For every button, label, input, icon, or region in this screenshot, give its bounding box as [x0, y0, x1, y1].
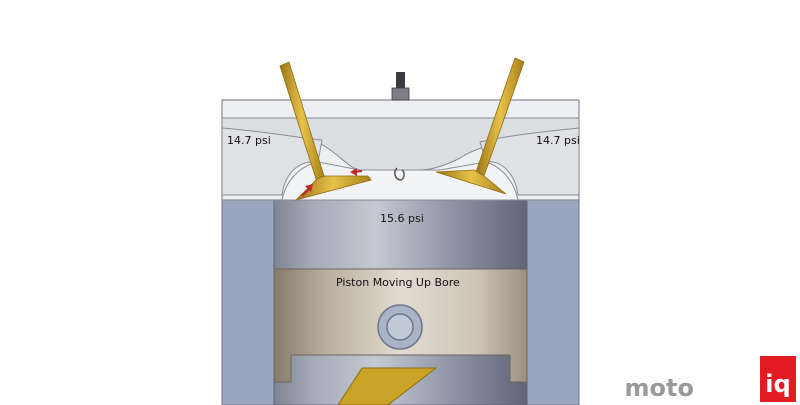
exhaust-valve [435, 57, 525, 195]
intake-port [221, 127, 323, 196]
intake-pressure-label: 14.7 psi [227, 134, 271, 147]
cylinder-pressure-label: 15.6 psi [380, 212, 424, 225]
block-left-wall [221, 199, 275, 405]
logo-text-main: moto [625, 374, 694, 402]
exhaust-port [479, 127, 580, 196]
motoiq-logo: moto iq [625, 356, 796, 402]
piston-caption: Piston Moving Up Bore [336, 276, 460, 289]
wrist-pin [386, 313, 414, 341]
connecting-rod [337, 367, 438, 405]
intake-valve [279, 61, 372, 201]
block-right-wall [526, 199, 580, 405]
spark-plug-icon [391, 72, 410, 181]
exhaust-pressure-label: 14.7 psi [536, 134, 580, 147]
flow-arrow-left-icon [301, 184, 313, 197]
logo-accent-box [760, 356, 796, 402]
flow-arrow-right-icon [350, 168, 363, 176]
logo-text-accent: iq [765, 370, 790, 398]
